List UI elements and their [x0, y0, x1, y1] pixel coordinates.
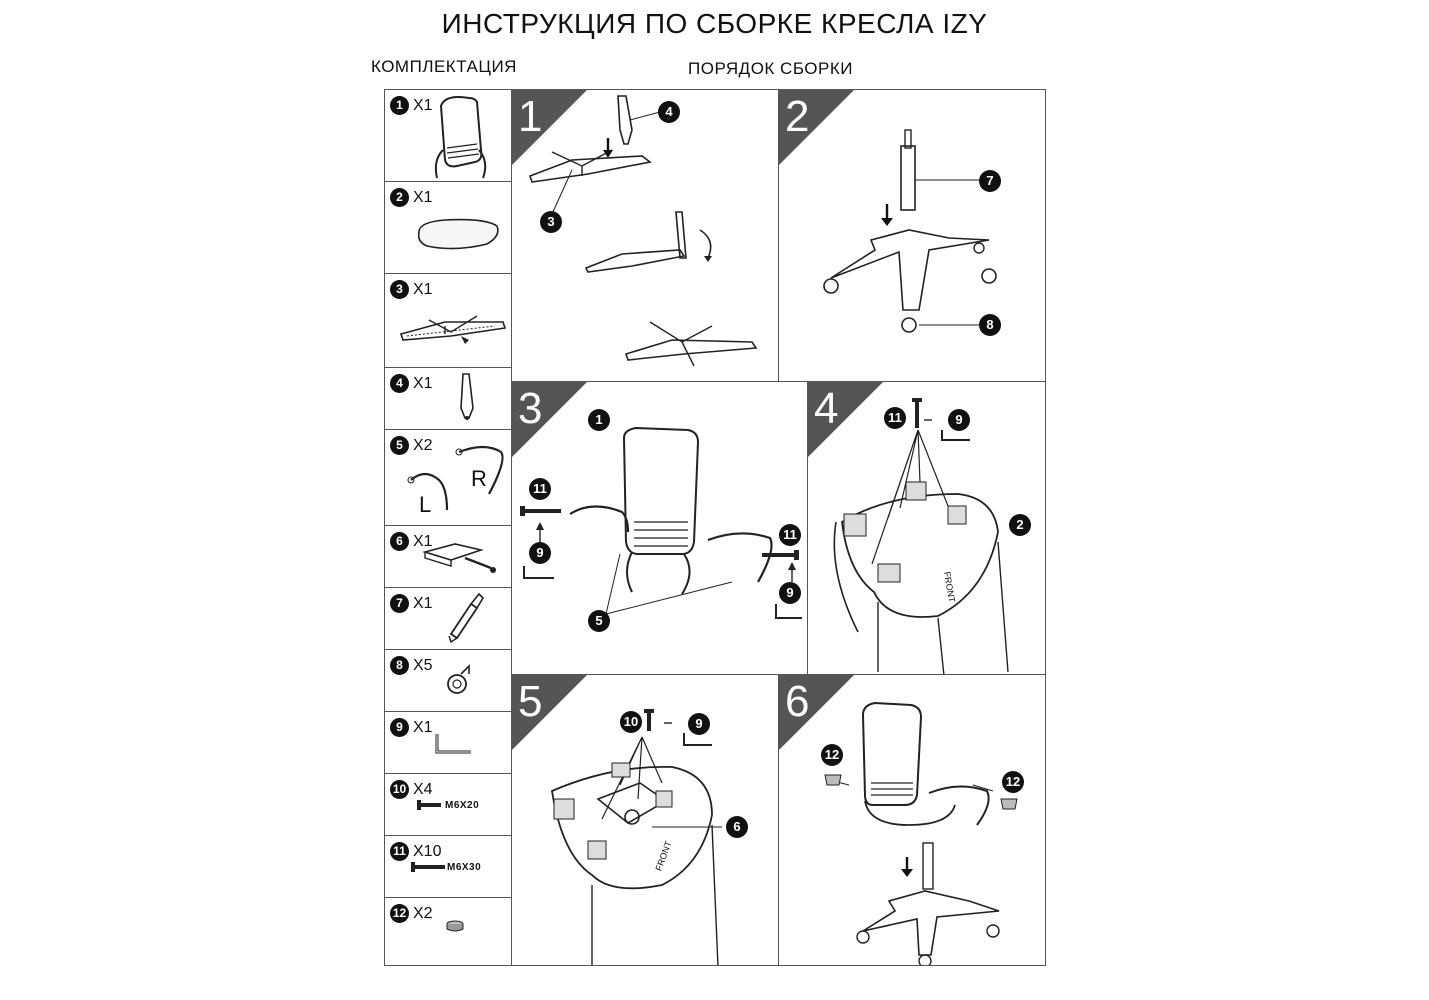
part-number: 5 [390, 436, 409, 455]
callout: 5 [588, 610, 610, 632]
part-number: 10 [390, 780, 409, 799]
mechanism-mount-illustration [551, 709, 722, 965]
part-9: 9 X1 [385, 712, 511, 774]
base-assembly-illustration [823, 129, 997, 333]
part-qty: X1 [413, 281, 433, 298]
callout: 10 [620, 711, 642, 733]
part-3: 3 X1 [385, 274, 511, 368]
part-qty: X1 [413, 189, 433, 206]
caster-icon [447, 664, 470, 694]
callout: 12 [821, 744, 843, 766]
part-number: 1 [390, 96, 409, 115]
step-number: 6 [785, 677, 810, 726]
part-qty: X5 [413, 657, 433, 674]
step-3: 3 1 11 9 5 11 9 [511, 381, 808, 675]
part-8: 8 X5 [385, 650, 511, 712]
step-5: 5 10 9 6 FRONT [511, 674, 779, 966]
step-number: 2 [785, 92, 810, 141]
step-number: 3 [518, 384, 543, 433]
step-corner [808, 382, 883, 457]
step-corner [779, 90, 854, 165]
callout: 9 [948, 409, 970, 431]
part-number: 8 [390, 656, 409, 675]
kit-heading: КОМПЛЕКТАЦИЯ [371, 57, 517, 76]
seat-cushion-icon [417, 218, 499, 250]
seat-mount-illustration [833, 398, 1009, 674]
part-qty: X2 [413, 437, 433, 454]
step-6: 6 12 12 [778, 674, 1046, 966]
part-5: 5 X2 L R [385, 430, 511, 526]
callout: 11 [884, 407, 906, 429]
step-corner [512, 90, 587, 165]
part-number: 12 [390, 904, 409, 923]
step-number: 5 [518, 677, 543, 726]
final-assembly-illustration [824, 701, 1018, 965]
step-corner [779, 675, 854, 750]
callout: 4 [658, 101, 680, 123]
part-number: 2 [390, 188, 409, 207]
part-number: 3 [390, 280, 409, 299]
callout: 8 [979, 314, 1001, 336]
callout: 3 [540, 211, 562, 233]
callout: 2 [1009, 514, 1031, 536]
armrest-icon [407, 445, 504, 511]
part-2: 2 X1 [385, 182, 511, 274]
callout: 1 [588, 409, 610, 431]
parts-list: 1 X1 2 X1 3 X1 4 X1 5 [384, 89, 512, 966]
part-number: 7 [390, 594, 409, 613]
callout: 12 [1002, 771, 1024, 793]
callout: 11 [529, 478, 551, 500]
part-qty: X4 [413, 781, 433, 798]
bolt-icon [417, 800, 441, 810]
part-11: 11 X10 M6X30 [385, 836, 511, 898]
chair-back-icon [434, 96, 487, 179]
callout: 9 [688, 713, 710, 735]
step-number: 1 [518, 92, 543, 141]
part-number: 6 [390, 532, 409, 551]
step-corner [512, 675, 587, 750]
part-10: 10 X4 M6X20 [385, 774, 511, 836]
rear-post-icon [460, 373, 474, 420]
part-qty: X1 [413, 97, 433, 114]
step-4: 4 11 9 2 FRONT [807, 381, 1046, 675]
part-number: 11 [390, 842, 409, 861]
part-qty: X1 [413, 375, 433, 392]
armrest-assembly-illustration [520, 426, 802, 619]
part-6: 6 X1 [385, 526, 511, 588]
part-qty: X1 [413, 595, 433, 612]
bolt-spec: M6X30 [447, 862, 482, 873]
hex-key-icon [435, 734, 471, 754]
part-qty: X2 [413, 905, 433, 922]
callout: 6 [726, 816, 748, 838]
callout: 11 [779, 524, 801, 546]
part-qty: X1 [413, 719, 433, 736]
cap-icon [446, 920, 464, 932]
part-qty: X1 [413, 533, 433, 550]
part-number: 9 [390, 718, 409, 737]
callout: 9 [779, 582, 801, 604]
step-corner [512, 382, 587, 457]
part-7: 7 X1 [385, 588, 511, 650]
step-1: 1 4 3 [511, 89, 779, 382]
step-number: 4 [814, 384, 839, 433]
callout: 7 [979, 170, 1001, 192]
bolt-icon [411, 862, 445, 872]
callout: 9 [529, 542, 551, 564]
part-qty: X10 [413, 843, 442, 860]
part-12: 12 X2 [385, 898, 511, 965]
right-label: R [471, 466, 487, 491]
part-1: 1 X1 [385, 90, 511, 182]
order-heading: ПОРЯДОК СБОРКИ [688, 59, 853, 78]
step-2: 2 7 8 [778, 89, 1046, 382]
mechanism-icon [422, 543, 496, 573]
page-title: ИНСТРУКЦИЯ ПО СБОРКЕ КРЕСЛА IZY [441, 8, 988, 39]
left-label: L [419, 492, 432, 517]
part-4: 4 X1 [385, 368, 511, 430]
bolt-spec: M6X20 [445, 800, 480, 811]
seat-frame-icon [399, 315, 507, 344]
part-number: 4 [390, 374, 409, 393]
gas-lift-icon [448, 592, 485, 644]
seat-frame-assembly-illustration [528, 95, 758, 367]
